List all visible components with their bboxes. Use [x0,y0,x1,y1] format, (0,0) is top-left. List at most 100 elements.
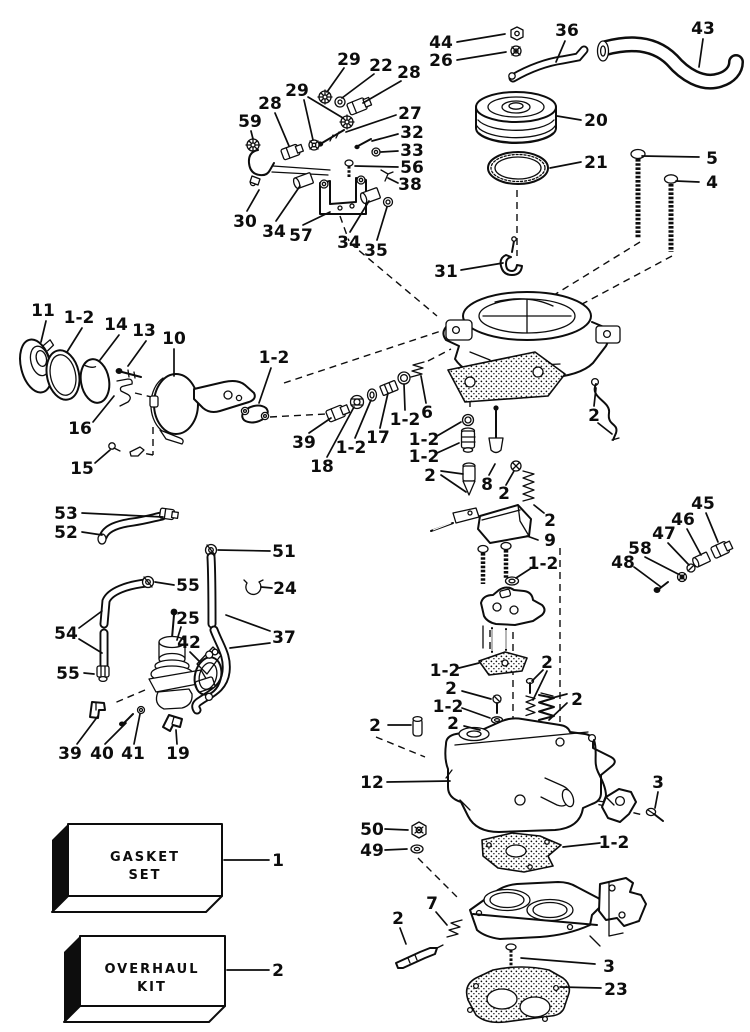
callout-29: 29 [285,81,309,101]
leader-line-35 [376,206,388,241]
clip-38 [380,169,394,182]
callout-1-2: 1-2 [430,661,461,681]
callout-55: 55 [56,664,80,684]
bolt-5 [630,148,646,238]
callout-2: 2 [445,679,457,699]
leader-line-19 [175,729,178,745]
callout-3: 3 [603,957,615,977]
nut-44 [510,26,524,41]
leader-line-13 [127,340,147,367]
leader-line-8 [488,463,496,476]
leader-line-29 [326,67,345,93]
callout-50: 50 [360,820,384,840]
venturi-cluster [480,586,546,653]
callout-9: 9 [544,531,556,551]
callout-17: 17 [366,428,390,448]
leader-line-49 [384,848,408,851]
leader-line-1-2 [403,383,406,411]
callout-25: 25 [176,609,200,629]
callout-2: 2 [588,406,600,426]
callout-7: 7 [426,894,438,914]
callout-45: 45 [691,494,715,514]
callout-23: 23 [604,980,628,1000]
callout-12: 12 [360,773,384,793]
leader-line-2 [531,669,544,682]
callout-32: 32 [400,123,424,143]
leader-line-12 [386,780,451,783]
leader-line-1-2 [515,566,534,579]
leader-line-47 [667,542,690,566]
choke-link-16 [116,378,133,407]
leader-line-11 [40,320,47,343]
leader-line-1-2 [436,421,462,437]
base-gasket-23 [465,966,571,1024]
leader-line-58 [644,556,679,575]
spring-6 [410,361,425,378]
leader-line-14 [99,334,120,361]
leader-line-2 [551,693,568,699]
screw-13 [115,368,142,379]
leader-line-2 [505,470,515,486]
bowl-bolt-b [500,541,512,579]
leader-line-29 [303,99,314,141]
leader-line-29 [307,96,344,119]
nut-29c [308,139,320,151]
leader-line-33 [380,150,399,153]
leader-line-1-2 [66,327,83,353]
leader-line-7 [435,911,448,926]
callout-47: 47 [652,524,676,544]
leader-line-52 [81,531,103,536]
leader-line-40 [104,722,127,745]
callout-1-2: 1-2 [528,554,559,574]
washer-35 [382,196,394,208]
screw-15 [108,442,145,457]
elbow-fitting-39 [89,701,106,719]
leader-line-37 [229,642,271,649]
air-cleaner [475,91,557,144]
bowl-bolt-a [477,544,489,584]
leader-line-17 [379,392,389,429]
leader-line-41 [133,713,141,745]
callout-56: 56 [400,158,424,178]
cluster-gasket-1-2 [478,651,528,676]
callout-3: 3 [652,773,664,793]
leader-line-1-2 [258,367,272,404]
callout-2: 2 [541,653,553,673]
callout-1-2: 1-2 [64,308,95,328]
leader-line-1-2 [458,662,480,669]
leader-line-25 [176,626,182,641]
float-9 [477,504,532,544]
leader-line-2 [463,725,481,731]
air-cleaner-bracket [508,45,589,83]
callout-51: 51 [272,542,296,562]
callout-43: 43 [691,19,715,39]
fitting-55b [96,665,110,683]
leader-line-9 [526,535,539,541]
screw-27 [316,129,345,147]
leader-line-28 [274,112,290,147]
callout-14: 14 [104,315,128,335]
gasket-set-label-line1: GASKET [110,850,180,865]
pump-plunger-8 [488,405,504,454]
leader-line-2 [597,422,613,435]
air-cleaner-gasket [487,151,549,185]
callout-39: 39 [292,433,316,453]
callout-59: 59 [238,112,262,132]
nut-33 [371,147,381,157]
callout-19: 19 [166,744,190,764]
nut-22 [334,96,346,108]
spacer-46 [692,551,711,568]
washer-1-2-bolt [504,576,520,586]
nut-18 [349,394,365,410]
washer-1-2-mid [366,388,378,402]
overhaul-kit-label-line1: OVERHAUL [104,962,199,977]
callout-38: 38 [398,175,422,195]
callout-16: 16 [68,419,92,439]
leader-line-1-2 [436,442,460,454]
callout-15: 15 [70,459,94,479]
gasket-set-label-line2: SET [128,868,161,883]
callout-34: 34 [262,222,286,242]
screw-2-small [525,677,535,694]
leader-line-39 [308,417,332,434]
clamp-51 [204,543,218,557]
